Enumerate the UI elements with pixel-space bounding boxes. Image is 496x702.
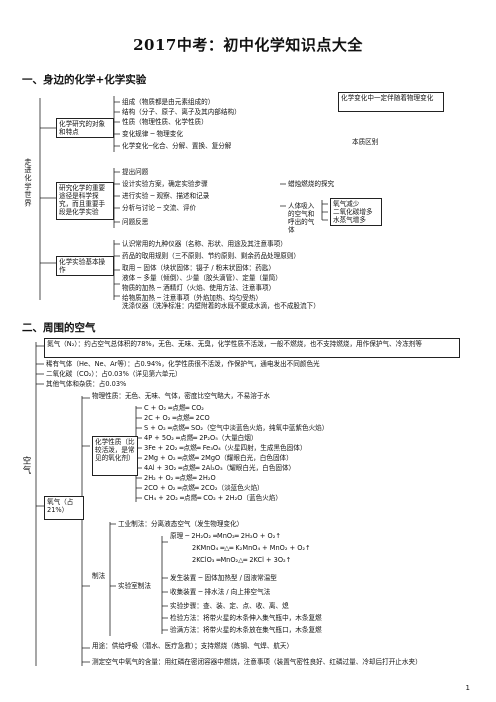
reaction-line: C + O₂ ═点燃═ CO₂ bbox=[144, 404, 204, 412]
chem-property-box: 化学性质（比较活泼，是常见的氧化剂） bbox=[92, 436, 138, 476]
lab-line: 收集装置 ─ 排水法 / 向上排空气法 bbox=[170, 588, 271, 596]
b3-line: 给物质加热 ─ 注意事项（外焰加热、均匀受热） bbox=[122, 294, 263, 302]
lab-line: 发生装置 ─ 固体加热型 / 固液常温型 bbox=[170, 574, 277, 582]
reaction-line: 4P + 5O₂ ═点燃═ 2P₂O₅（大量白烟） bbox=[144, 434, 258, 442]
page-title: 2017中考：初中化学知识点大全 bbox=[133, 36, 363, 54]
b3-line: 物质的加热 ─ 酒精灯（火焰、使用方法、注意事项） bbox=[122, 284, 276, 292]
reaction-line: 2CO + O₂ ═点燃═ 2CO₂（淡蓝色火焰） bbox=[144, 484, 264, 492]
oxygen-physical: 物理性质：无色、无味、气体，密度比空气略大，不易溶于水 bbox=[92, 392, 271, 400]
reaction-line: 2Mg + O₂ ═点燃═ 2MgO（耀眼白光，白色固体） bbox=[144, 454, 293, 462]
section-heading-2: 二、周围的空气 bbox=[22, 322, 96, 334]
industry-prep: 工业制法：分离液态空气（发生物理变化） bbox=[118, 520, 244, 528]
b2-line: 分析与讨论 ─ 交流、评价 bbox=[122, 204, 197, 212]
reaction-line: CH₄ + 2O₂ ═点燃═ CO₂ + 2H₂O（蓝色火焰） bbox=[144, 494, 282, 502]
b2-line: 进行实验 ─ 观察、描述和记录 bbox=[122, 192, 210, 200]
b2-right-item: 水蒸气增多 bbox=[333, 216, 366, 224]
co2-line: 二氧化碳（CO₂）：占0.03%（详见第六单元） bbox=[46, 370, 182, 378]
b2-line: 问题反思 bbox=[122, 218, 149, 226]
concept-map-2: 空气 氮气（N₂）：约占空气总体积的78%，无色、无味、无臭，化学性质不活泼，一… bbox=[21, 336, 470, 680]
map-2-connectors bbox=[35, 342, 168, 666]
lab-line: 验满方法：将带火星的木条放在集气瓶口，木条复燃 bbox=[170, 626, 322, 634]
branch-basic-operations: 化学实验基本操作 bbox=[56, 256, 114, 276]
side-label-air: 空气 bbox=[21, 456, 31, 475]
b2-right: 人体吸入的空气和呼出的气体 bbox=[288, 202, 315, 234]
b3-top: 认识常用的九种仪器（名称、形状、用途及其注意事项） bbox=[122, 240, 287, 248]
b1-line: 变化规律 ─ 物理变化 bbox=[122, 130, 183, 138]
side-label-chem-world: 走进化学世界 bbox=[24, 158, 33, 208]
b2-right-item: 二氧化碳增多 bbox=[333, 208, 373, 216]
b1-note-box: 化学变化中一定伴随着物理变化 bbox=[338, 92, 444, 112]
lab-line: 原理 ─ 2H₂O₂ ═MnO₂═ 2H₂O + O₂↑ bbox=[170, 532, 281, 540]
lab-line: 检验方法：将带火星的木条伸入集气瓶中，木条复燃 bbox=[170, 614, 322, 622]
reaction-line: 4Al + 3O₂ ═点燃═ 2Al₂O₃（耀眼白光，白色固体） bbox=[144, 464, 296, 472]
branch-scientific-inquiry: 研究化学的重要途径是科学探究，而且重要手段是化学实验 bbox=[56, 182, 114, 220]
b3-line: 液体 ─ 多量（倾倒）、少量（胶头滴管）、定量（量筒） bbox=[122, 274, 282, 282]
b2-right-box: 氧气减少 二氧化碳增多 水蒸气增多 bbox=[330, 198, 382, 226]
page-number: 1 bbox=[465, 684, 470, 692]
b3-line: 取用 ─ 固体（块状固体：镊子 / 粉末状固体：药匙） bbox=[122, 264, 276, 272]
b1-note2: 本质区别 bbox=[352, 138, 379, 146]
reaction-line: 2C + O₂ ═点燃═ 2CO bbox=[144, 414, 210, 422]
b2-line: 提出问题 bbox=[122, 168, 149, 176]
lab-prep-label: 实验室制法 bbox=[118, 582, 151, 590]
oxygen-box: 氧气（占21%） bbox=[44, 496, 84, 520]
branch-research-object: 化学研究的对象和特点 bbox=[56, 118, 114, 138]
prep-label: 制法 bbox=[92, 572, 106, 580]
lab-line: 2KClO₃ ═MnO₂△═ 2KCl + 3O₂↑ bbox=[192, 556, 292, 564]
b3-top: 药品的取用规则（三不原则、节约原则、剩余药品处理原则） bbox=[122, 252, 301, 260]
b1-line: 组成（物质都是由元素组成的） bbox=[122, 98, 215, 106]
b1-line: 化学变化─化合、分解、置换、复分解 bbox=[122, 142, 232, 150]
lab-line: 实验步骤：查、装、定、点、收、离、熄 bbox=[170, 602, 289, 610]
other-gas-line: 其他气体和杂质：占0.03% bbox=[46, 380, 127, 388]
lab-line: 2KMnO₄ ═△═ K₂MnO₄ + MnO₂ + O₂↑ bbox=[192, 544, 311, 552]
oxygen-uses: 用途：供给呼吸（潜水、医疗急救）；支持燃烧（炼钢、气焊、航天） bbox=[92, 642, 294, 650]
b2-line: 设计实验方案，确定实验步骤 bbox=[122, 180, 208, 188]
b1-line: 性质（物理性质、化学性质） bbox=[122, 118, 208, 126]
concept-map-1: 走进化学世界 化学研究的对象和特点 组成（物质都是由元素组成的） 结构（分子、原… bbox=[22, 88, 470, 310]
b1-line: 结构（分子、原子、离子及其内部结构） bbox=[122, 108, 241, 116]
nitrogen-box: 氮气（N₂）：约占空气总体积的78%，无色、无味、无臭，化学性质不活泼，一般不燃… bbox=[44, 338, 460, 358]
reaction-line: 3Fe + 2O₂ ═点燃═ Fe₃O₄（火星四射，生成黑色固体） bbox=[144, 444, 307, 452]
b3-bottom: 洗涤仪器（洗净标准：内壁附着的水既不聚成水滴，也不成股流下） bbox=[122, 302, 320, 310]
reaction-line: S + O₂ ═点燃═ SO₂（空气中淡蓝色火焰，纯氧中蓝紫色火焰） bbox=[144, 424, 329, 432]
b2-right: 蜡烛燃烧的探究 bbox=[288, 180, 335, 188]
b2-right-item: 氧气减少 bbox=[333, 200, 360, 208]
section-heading-1: 一、身边的化学+化学实验 bbox=[22, 74, 147, 86]
reaction-line: 2H₂ + O₂ ═点燃═ 2H₂O bbox=[144, 474, 216, 482]
map-1-connectors bbox=[39, 96, 328, 300]
noble-gas-line: 稀有气体（He、Ne、Ar等）：占0.94%，化学性质很不活泼，作保护气，通电发… bbox=[46, 360, 320, 368]
oxygen-measure: 测定空气中氧气的含量：用红磷在密闭容器中燃烧，注意事项（装置气密性良好、红磷过量… bbox=[92, 658, 422, 666]
